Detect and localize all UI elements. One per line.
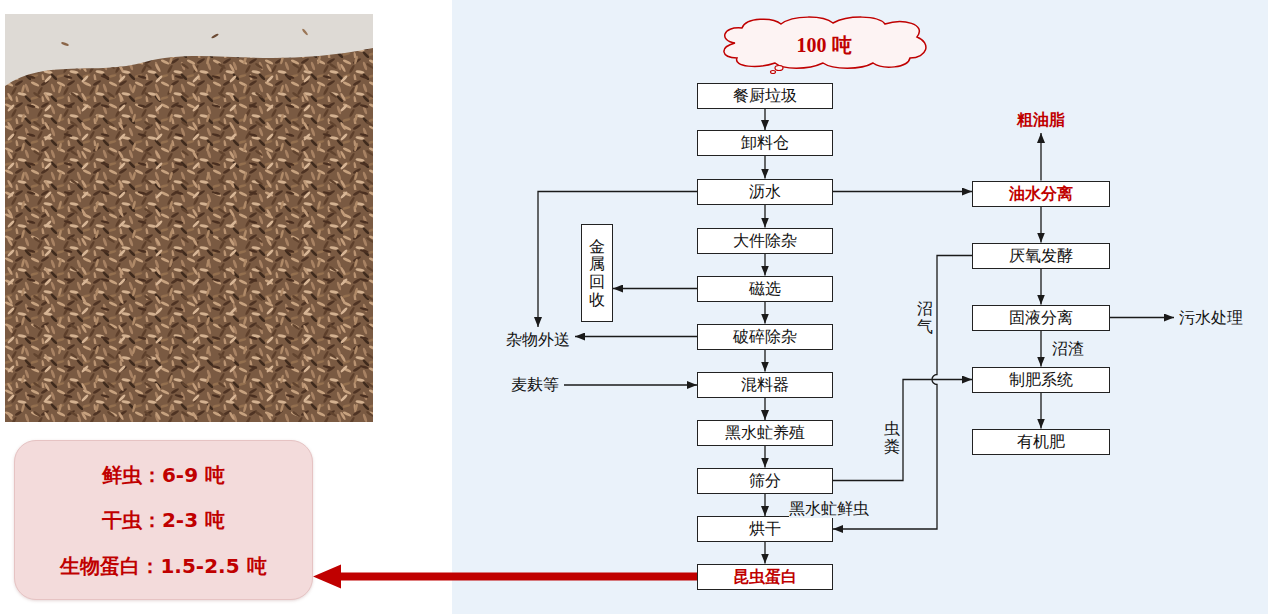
flow-arrow	[1040, 393, 1041, 429]
process-box: 餐厨垃圾	[697, 83, 833, 109]
node-text: 餐厨垃圾	[733, 86, 797, 105]
edge-label: 沼气	[917, 300, 933, 335]
node-text: 金属回收	[589, 238, 605, 308]
input-cloud: 100 吨	[713, 16, 935, 74]
background-panel	[452, 0, 1268, 614]
process-box: 卸料仓	[697, 130, 833, 156]
flow-arrow	[764, 254, 765, 276]
text-node: 杂物外送	[501, 327, 575, 353]
node-text: 污水处理	[1179, 308, 1243, 327]
flow-arrow	[764, 350, 765, 372]
node-text: 昆虫蛋白	[733, 567, 797, 586]
node-text: 筛分	[749, 471, 781, 490]
flow-arrow	[575, 336, 697, 337]
node-text: 干虫：2-3 吨	[102, 508, 225, 532]
flow-arrow	[764, 109, 765, 131]
process-box: 厌氧发酵	[972, 243, 1110, 269]
node-text: 厌氧发酵	[1009, 246, 1073, 265]
process-box: 混料器	[697, 372, 833, 398]
process-box: 磁选	[697, 276, 833, 302]
flow-arrow	[833, 380, 972, 481]
node-text: 100 吨	[797, 33, 852, 57]
node-text: 固液分离	[1009, 308, 1073, 327]
node-text: 混料器	[741, 375, 789, 394]
text-node: 粗油脂	[1012, 107, 1070, 133]
text-node: 麦麸等	[506, 372, 564, 398]
node-text: 制肥系统	[1009, 370, 1073, 389]
flow-arrow	[764, 494, 765, 517]
flow-arrow	[1040, 133, 1041, 181]
node-text: 生物蛋白：1.5-2.5 吨	[60, 554, 266, 578]
process-box: 制肥系统	[972, 367, 1110, 393]
flow-arrow	[1040, 269, 1041, 305]
node-text: 烘干	[749, 519, 781, 538]
flow-arrow	[764, 542, 765, 564]
process-box: 破碎除杂	[697, 324, 833, 350]
result-panel: 鲜虫：6-9 吨干虫：2-3 吨生物蛋白：1.5-2.5 吨	[14, 440, 313, 600]
node-text: 破碎除杂	[733, 327, 797, 346]
flow-arrow	[764, 398, 765, 421]
text-node: 污水处理	[1174, 305, 1248, 331]
process-box: 有机肥	[972, 429, 1110, 455]
flow-arrow	[764, 302, 765, 324]
node-text: 磁选	[749, 279, 781, 298]
larvae-photo	[5, 14, 373, 422]
flow-arrow	[1110, 317, 1174, 318]
node-text: 鲜虫：6-9 吨	[102, 463, 225, 487]
flow-arrow	[564, 384, 697, 385]
flow-arrow	[833, 191, 972, 192]
node-text: 麦麸等	[511, 375, 559, 394]
node-text: 粗油脂	[1017, 110, 1065, 129]
edge-label: 黑水虻鲜虫	[789, 499, 869, 518]
process-box: 固液分离	[972, 305, 1110, 331]
flow-arrow	[1040, 331, 1041, 367]
flow-arrow	[613, 288, 697, 289]
process-box: 黑水虻养殖	[697, 420, 833, 446]
vertical-box: 金属回收	[581, 224, 613, 322]
edge-label: 沼渣	[1052, 339, 1084, 358]
node-text: 大件除杂	[733, 231, 797, 250]
node-text: 杂物外送	[506, 330, 570, 349]
process-box: 油水分离	[972, 181, 1110, 207]
flow-arrow	[764, 446, 765, 468]
node-text: 沥水	[749, 182, 781, 201]
flow-arrow	[538, 192, 697, 328]
node-text: 油水分离	[1009, 184, 1073, 203]
process-box: 筛分	[697, 468, 833, 494]
node-text: 卸料仓	[741, 133, 789, 152]
node-text: 有机肥	[1017, 432, 1065, 451]
result-arrow	[313, 565, 697, 589]
process-box: 昆虫蛋白	[697, 564, 833, 590]
edge-label: 虫粪	[884, 420, 900, 455]
process-box: 沥水	[697, 179, 833, 205]
flow-arrow	[764, 205, 765, 228]
node-text: 黑水虻养殖	[725, 423, 805, 442]
flow-arrow	[833, 256, 972, 530]
flow-arrow	[1040, 207, 1041, 243]
process-box: 烘干	[697, 516, 833, 542]
process-box: 大件除杂	[697, 228, 833, 254]
flow-arrow	[764, 156, 765, 179]
